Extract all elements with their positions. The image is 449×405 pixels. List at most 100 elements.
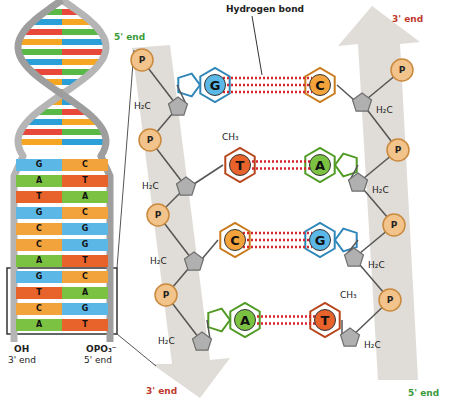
base-pair-bar bbox=[62, 49, 105, 55]
hydrogen-bond bbox=[223, 77, 312, 80]
base-bar bbox=[16, 239, 62, 251]
base-ring bbox=[208, 309, 230, 332]
helix-base-letter: C bbox=[36, 304, 42, 314]
sugar-ring bbox=[345, 248, 364, 266]
base-bar bbox=[16, 271, 62, 283]
base-bar bbox=[62, 223, 108, 235]
helix-base-letter: G bbox=[36, 208, 43, 218]
phosphate bbox=[131, 49, 153, 71]
base-circle: C bbox=[224, 229, 246, 251]
base-letter: C bbox=[230, 234, 240, 247]
phosphate bbox=[155, 284, 177, 306]
phosphate bbox=[391, 59, 413, 81]
hydrogen-bond bbox=[253, 322, 317, 325]
hydrogen-bond bbox=[248, 167, 312, 170]
strand-arrow bbox=[132, 45, 230, 398]
base-pair-bar bbox=[62, 39, 105, 45]
carbon-label: H₂C bbox=[368, 260, 385, 270]
helix-base-letter: G bbox=[82, 224, 89, 234]
phosphate bbox=[147, 204, 169, 226]
base-ring bbox=[225, 148, 254, 182]
sugar-ring bbox=[341, 328, 360, 346]
helix-base-letter: A bbox=[82, 288, 88, 298]
base-pair-bar bbox=[19, 39, 62, 45]
base-letter: A bbox=[315, 159, 325, 172]
glycosidic-bond bbox=[194, 165, 223, 184]
helix-base-letter: A bbox=[36, 256, 42, 266]
zoom-line bbox=[117, 50, 134, 268]
glycosidic-bond bbox=[337, 85, 354, 100]
sugar-ring bbox=[169, 97, 188, 115]
sugar-ring bbox=[353, 93, 372, 111]
helix-base-letter: C bbox=[82, 272, 88, 282]
leader-line bbox=[252, 16, 262, 75]
base-circle: G bbox=[204, 74, 226, 96]
phosphorus-label: P bbox=[399, 65, 406, 75]
base-letter: A bbox=[240, 314, 250, 327]
base-letter: T bbox=[236, 159, 245, 172]
helix-base-letter: G bbox=[82, 304, 89, 314]
hydrogen-bond bbox=[223, 84, 312, 87]
phosphate bbox=[387, 139, 409, 161]
carbon-label: H₂C bbox=[364, 340, 381, 350]
helix-base-letter: T bbox=[36, 192, 41, 202]
base-ring bbox=[230, 303, 259, 337]
helix-base-letter: C bbox=[82, 208, 88, 218]
carbon-label: H₂C bbox=[376, 105, 393, 115]
strand-arrow bbox=[338, 6, 420, 380]
hydrogen-bond bbox=[223, 91, 312, 94]
base-ring bbox=[305, 223, 334, 257]
base-letter: G bbox=[315, 234, 326, 247]
base-ring bbox=[305, 148, 334, 182]
base-pair-bar bbox=[20, 129, 62, 135]
base-ring bbox=[305, 68, 334, 102]
end-label: 3' end bbox=[392, 14, 423, 24]
hydrogen-bond bbox=[243, 232, 312, 235]
base-circle: A bbox=[309, 154, 331, 176]
helix-base-letter: C bbox=[82, 160, 88, 170]
phosphorus-label: P bbox=[391, 220, 398, 230]
end-label: OPO₃⁻ bbox=[86, 344, 117, 354]
helix-base-letter: C bbox=[36, 240, 42, 250]
phosphate bbox=[139, 129, 161, 151]
base-bar bbox=[62, 159, 108, 171]
base-pair-bar bbox=[18, 139, 62, 145]
hydrogen-bond bbox=[243, 239, 312, 242]
helix-base-letter: G bbox=[36, 272, 43, 282]
phosphorus-label: P bbox=[147, 135, 154, 145]
base-bar bbox=[62, 175, 108, 187]
base-pair-bar bbox=[19, 49, 62, 55]
methyl-label: CH₃ bbox=[222, 132, 239, 142]
sugar-ring bbox=[349, 173, 368, 191]
base-bar bbox=[62, 191, 108, 203]
base-bar bbox=[16, 207, 62, 219]
base-circle: T bbox=[229, 154, 251, 176]
base-bar bbox=[16, 303, 62, 315]
end-label: 3' end bbox=[8, 355, 36, 365]
base-ring bbox=[310, 303, 339, 337]
base-circle: A bbox=[234, 309, 256, 331]
base-bar bbox=[16, 175, 62, 187]
base-bar bbox=[62, 303, 108, 315]
hydrogen-bond bbox=[253, 315, 317, 318]
helix-base-letter: C bbox=[36, 224, 42, 234]
hydrogen-bond bbox=[248, 160, 312, 163]
helix-base-letter: T bbox=[36, 288, 41, 298]
helix-base-letter: T bbox=[82, 256, 87, 266]
helix-base-letter: T bbox=[82, 320, 87, 330]
phosphate bbox=[379, 289, 401, 311]
base-bar bbox=[62, 319, 108, 331]
base-circle: T bbox=[314, 309, 336, 331]
base-pair-bar bbox=[62, 139, 106, 145]
phosphorus-label: P bbox=[155, 210, 162, 220]
base-pair-bar bbox=[62, 129, 104, 135]
helix-base-letter: A bbox=[36, 176, 42, 186]
phosphorus-label: P bbox=[139, 55, 146, 65]
hydrogen-bond bbox=[243, 246, 312, 249]
end-label: 3' end bbox=[146, 386, 177, 396]
zoom-box bbox=[7, 268, 117, 334]
base-bar bbox=[16, 255, 62, 267]
methyl-label: CH₃ bbox=[340, 290, 357, 300]
